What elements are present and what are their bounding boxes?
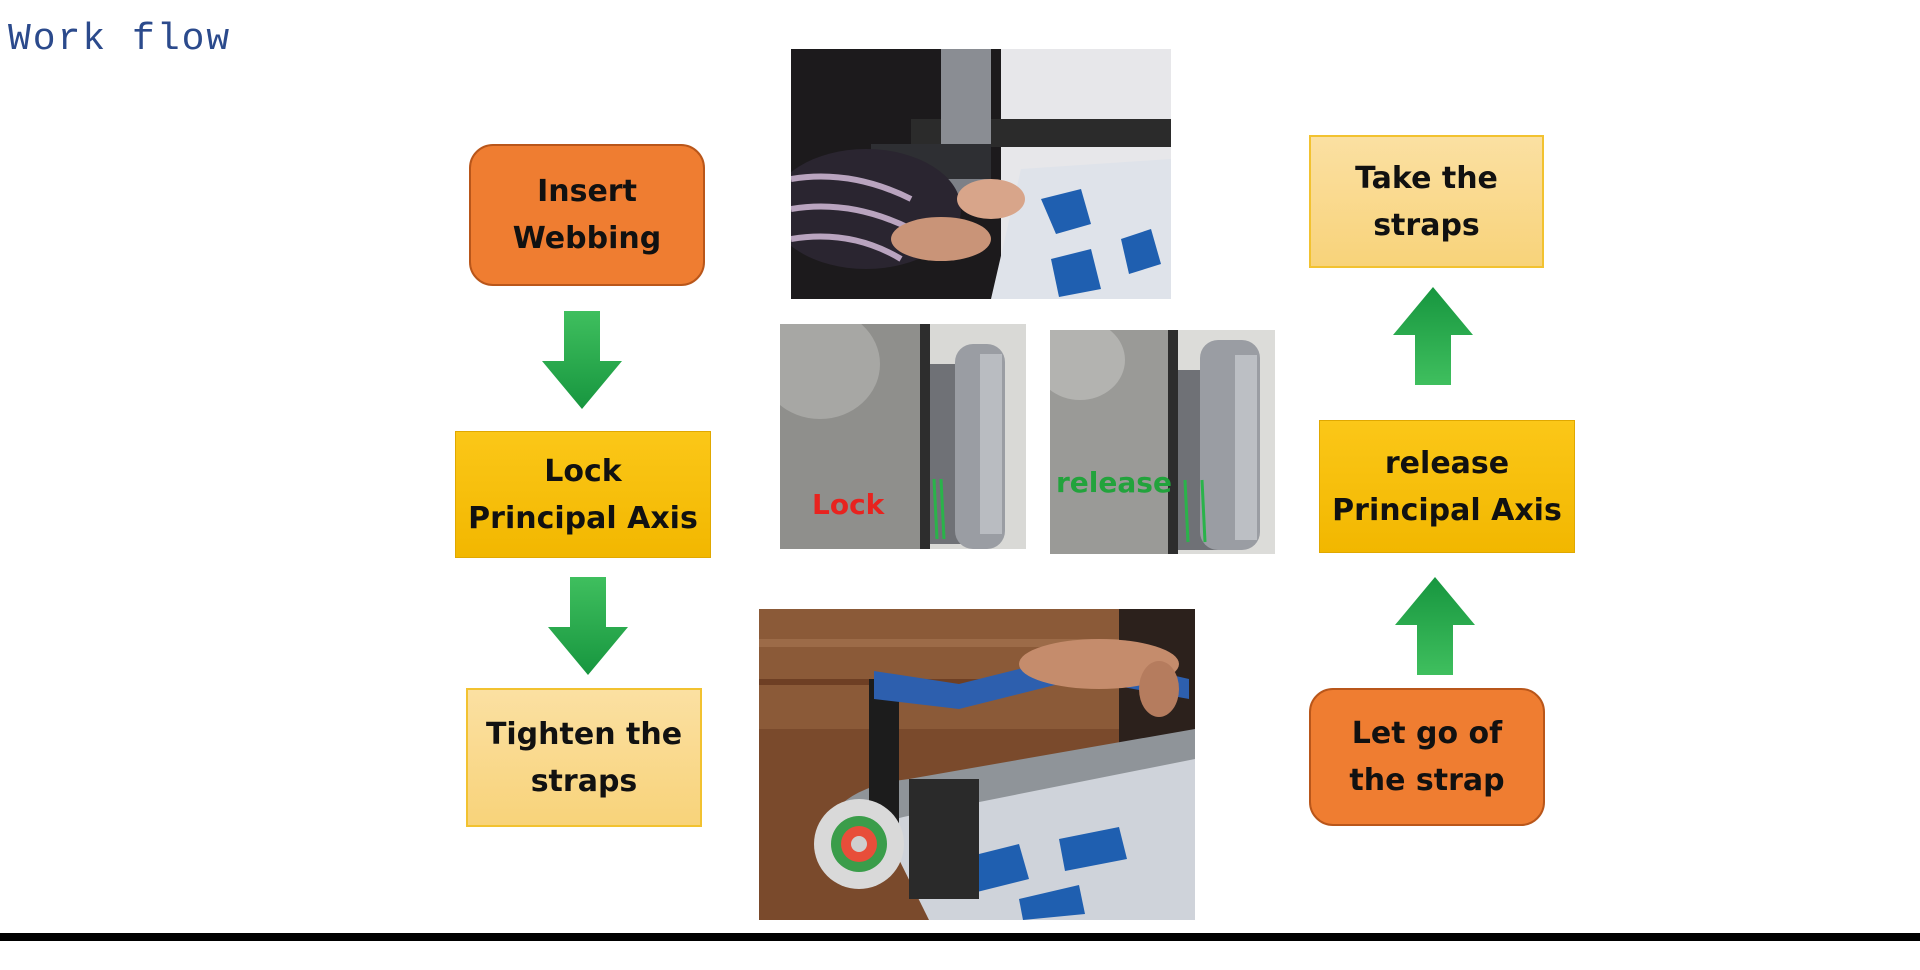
step-release-axis: release Principal Axis	[1319, 420, 1575, 553]
step-lock-axis: Lock Principal Axis	[455, 431, 711, 558]
photo-release: release	[1050, 330, 1275, 554]
step-tighten-straps: Tighten the straps	[466, 688, 702, 827]
release-label: release	[1056, 466, 1172, 499]
bottom-divider	[0, 933, 1920, 941]
up-arrow-icon	[1393, 287, 1473, 385]
photo-lock: Lock	[780, 324, 1026, 549]
down-arrow-icon	[548, 577, 628, 675]
page-title: Work flow	[8, 18, 232, 61]
step-let-go: Let go of the strap	[1309, 688, 1545, 826]
up-arrow-icon	[1395, 577, 1475, 675]
photo-insert-webbing	[791, 49, 1171, 299]
step-insert-webbing: Insert Webbing	[469, 144, 705, 286]
step-take-straps: Take the straps	[1309, 135, 1544, 268]
lock-label: Lock	[812, 488, 886, 521]
down-arrow-icon	[542, 311, 622, 409]
photo-tighten-straps	[759, 609, 1195, 920]
